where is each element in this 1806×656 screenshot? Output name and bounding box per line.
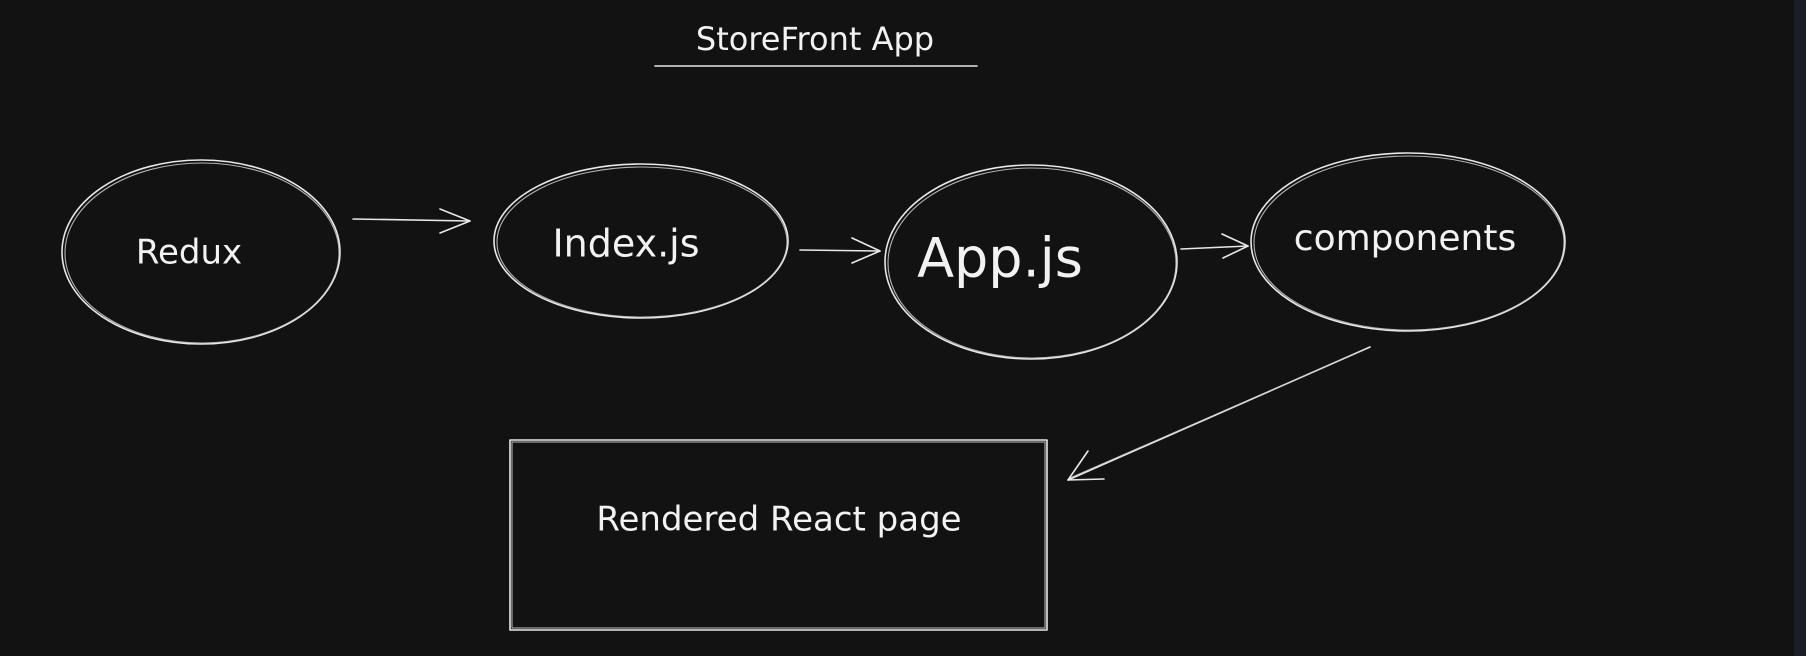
node-app-shape: [884, 164, 1178, 360]
node-components[interactable]: components: [1250, 152, 1566, 332]
node-index-shape: [493, 163, 789, 319]
node-rendered[interactable]: Rendered React page: [509, 439, 1048, 631]
node-redux-shape: [61, 159, 341, 345]
node-rendered-shape-sketch: [511, 441, 1046, 629]
diagram-title: StoreFront App: [696, 20, 934, 58]
window-right-edge: [1794, 0, 1806, 656]
node-index[interactable]: Index.js: [493, 163, 789, 319]
node-app-label: App.js: [917, 227, 1083, 290]
edge-index-to-app: [799, 237, 881, 264]
node-redux[interactable]: Redux: [61, 159, 341, 345]
node-index-shape-sketch: [496, 166, 788, 318]
node-app[interactable]: App.js: [884, 164, 1178, 360]
edge-app-to-components: [1180, 233, 1249, 259]
node-app-shape-sketch: [887, 167, 1177, 359]
node-components-shape: [1250, 152, 1566, 332]
node-redux-shape-sketch: [64, 162, 340, 344]
edge-components-to-rendered: [1067, 346, 1371, 481]
node-redux-label: Redux: [136, 233, 242, 273]
node-rendered-label: Rendered React page: [596, 500, 961, 540]
edge-redux-to-index: [352, 208, 471, 234]
node-components-label: components: [1294, 218, 1516, 259]
node-index-label: Index.js: [552, 222, 699, 266]
node-rendered-shape: [509, 439, 1048, 631]
node-components-shape-sketch: [1253, 155, 1565, 331]
